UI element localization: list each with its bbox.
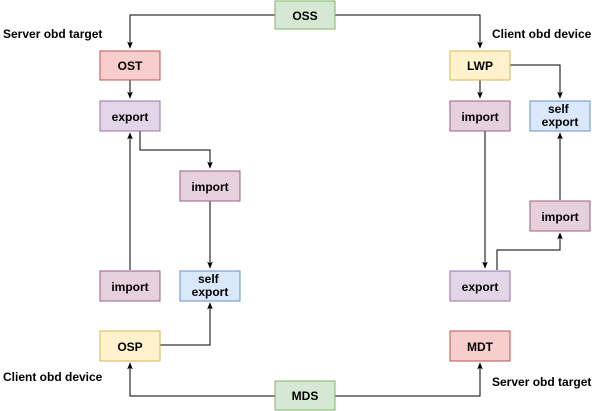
node-mdt-label: MDT [467,340,494,354]
node-oss: OSS [274,0,336,30]
node-import-lwp-label: import [461,110,498,124]
node-export-ost-label: export [112,110,149,124]
caption-server-obd-target-bottom: Server obd target [492,375,591,389]
caption-server-obd-target-top: Server obd target [3,27,102,41]
caption-client-obd-device-bottom: Client obd device [3,370,103,384]
nodes: OSS OST LWP export import self export [99,0,591,411]
node-import-mid-left-label: import [191,180,228,194]
node-import-mid-left: import [179,170,241,202]
node-osp-label: OSP [117,340,142,354]
node-mds: MDS [274,380,336,411]
edge-mds-to-mdt [335,362,483,397]
edges [127,14,563,397]
node-import-mid-right: import [529,200,591,232]
node-export-mdt-label: export [462,280,499,294]
edge-mds-to-osp [127,362,275,397]
node-mds-label: MDS [292,389,319,403]
node-mdt: MDT [449,330,511,362]
edge-lwp-to-self-export-right [510,64,563,99]
node-self-export-left-label: self export [192,272,229,299]
caption-client-obd-device-top: Client obd device [492,27,592,41]
node-export-mdt: export [449,270,511,302]
edge-osp-to-self-export-left [160,302,213,346]
node-osp: OSP [99,330,161,362]
edge-oss-to-ost [127,14,275,49]
node-self-export-right: self export [529,100,591,132]
node-import-mid-right-label: import [541,210,578,224]
captions: Server obd target Client obd device Clie… [3,27,592,389]
node-import-osp-label: import [111,280,148,294]
node-ost: OST [99,50,161,81]
edge-oss-to-lwp [335,14,483,49]
node-lwp-label: LWP [467,59,493,73]
edge-export-to-import-mid-left [139,131,213,169]
node-export-ost: export [99,100,161,132]
node-import-lwp: import [449,100,511,132]
node-lwp: LWP [449,50,511,81]
node-oss-label: OSS [292,9,317,23]
edge-export-to-import-mid-right [496,232,563,270]
node-self-export-left: self export [179,270,241,302]
node-import-osp: import [99,270,161,302]
node-self-export-right-label: self export [542,102,579,129]
node-ost-label: OST [118,59,143,73]
